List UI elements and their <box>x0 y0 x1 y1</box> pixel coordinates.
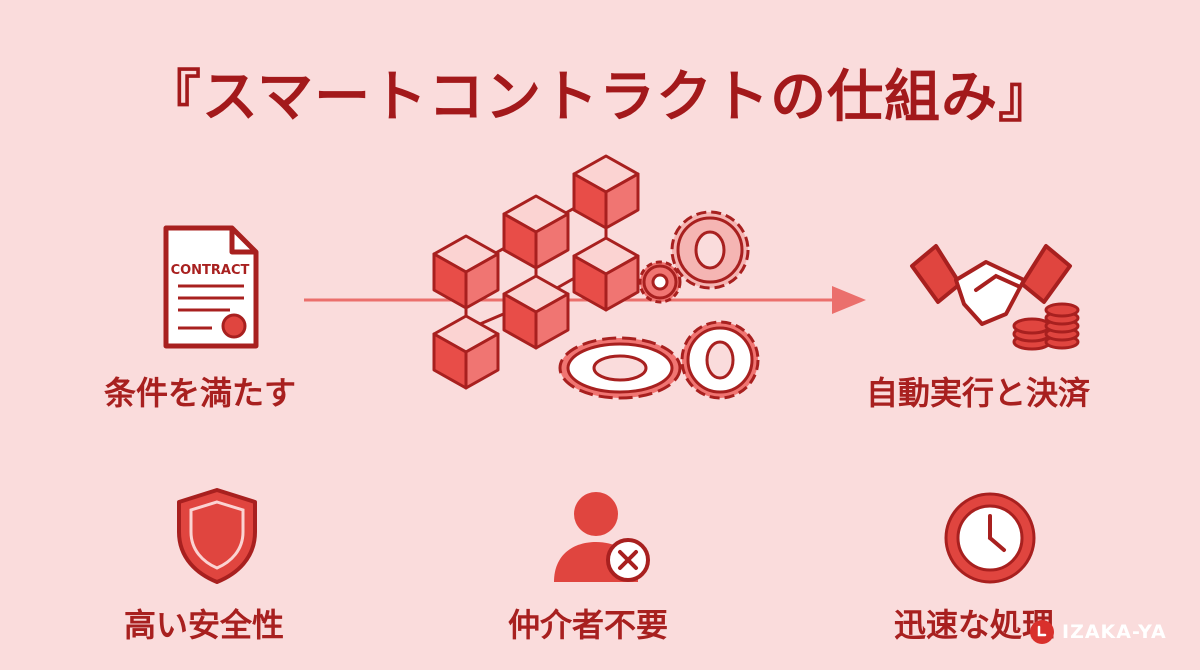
flow-arrow <box>304 286 866 314</box>
handshake-coins-icon <box>910 244 1080 351</box>
person-remove-icon <box>554 492 650 582</box>
brand-watermark: IZAKA-YA <box>1030 615 1167 649</box>
shield-icon <box>177 488 257 584</box>
benefit-security-label: 高い安全性 <box>124 606 285 644</box>
benefit-no-intermediary-label: 仲介者不要 <box>508 606 669 644</box>
blockchain-gears-illustration <box>432 154 760 400</box>
page-title: 『スマートコントラクトの仕組み』 <box>144 65 1056 130</box>
step-input-label: 条件を満たす <box>104 374 297 412</box>
contract-document-icon: CONTRACT <box>163 225 259 349</box>
benefit-speed-label: 迅速な処理 <box>894 606 1055 644</box>
brand-logo-icon <box>1030 620 1054 644</box>
clock-icon <box>944 492 1036 584</box>
brand-text: IZAKA-YA <box>1062 621 1167 643</box>
step-output-label: 自動実行と決済 <box>866 374 1091 412</box>
contract-doc-text: CONTRACT <box>171 263 250 278</box>
